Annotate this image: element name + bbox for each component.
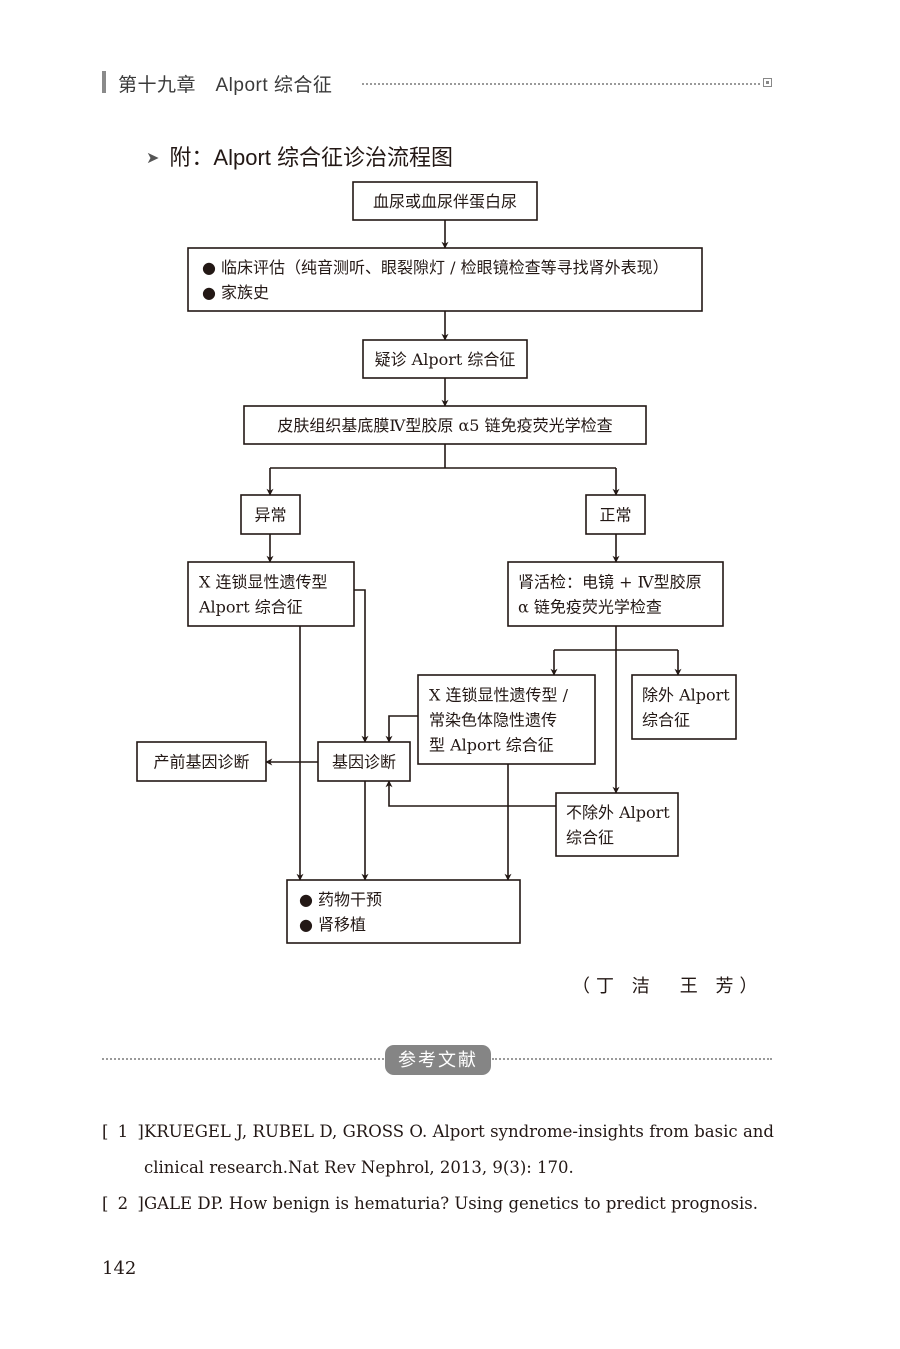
- flow-node-box: [417, 674, 596, 765]
- section-heading: ➤ 附：Alport 综合征诊治流程图: [146, 140, 453, 172]
- flow-node-box: [362, 339, 528, 379]
- flow-node-label: 常染色体隐性遗传: [429, 711, 557, 730]
- flow-node-label: ● 肾移植: [299, 915, 366, 934]
- references-title: 参考文献: [385, 1045, 491, 1075]
- dotted-rule-left: [102, 1058, 384, 1060]
- flow-node-label: 血尿或血尿伴蛋白尿: [373, 192, 517, 211]
- reference-number: [ 1 ]: [102, 1122, 146, 1141]
- header-end-square-icon: [763, 78, 772, 87]
- flow-node-label: 除外 Alport: [642, 686, 730, 705]
- flow-node-box: [136, 741, 267, 782]
- running-header: 第十九章 Alport 综合征: [102, 70, 772, 96]
- flow-node-prenatal-dx: 产前基因诊断: [136, 741, 267, 782]
- flow-node-label: 皮肤组织基底膜Ⅳ型胶原 α5 链免疫荧光学检查: [277, 416, 612, 435]
- reference-text: KRUEGEL J, RUBEL D, GROSS O. Alport synd…: [144, 1122, 774, 1177]
- flow-node-box: [286, 879, 521, 944]
- authors: （丁 洁 王 芳）: [572, 976, 764, 997]
- flow-node-kidney-biopsy: 肾活检：电镜 + Ⅳ型胶原 α 链免疫荧光学检查: [507, 561, 724, 627]
- flow-node-treatment: ● 药物干预 ● 肾移植: [286, 879, 521, 944]
- flow-node-label: ● 家族史: [202, 283, 269, 302]
- flow-node-box: [352, 181, 538, 221]
- flow-node-abnormal: 异常: [240, 494, 301, 535]
- flow-node-box: [507, 561, 724, 627]
- flow-node-box: [243, 405, 647, 445]
- flow-node-label: ● 临床评估（纯音测听、眼裂隙灯 / 检眼镜检查等寻找肾外表现）: [202, 258, 669, 277]
- connector-xlinked-ar-to-genetic: [385, 715, 418, 743]
- flow-node-box: [317, 741, 411, 782]
- reference-item: [ 1 ] KRUEGEL J, RUBEL D, GROSS O. Alpor…: [102, 1114, 774, 1186]
- reference-number: [ 2 ]: [102, 1194, 146, 1213]
- dotted-rule-right: [492, 1058, 772, 1060]
- references-divider: 参考文献: [102, 1045, 772, 1075]
- flow-node-x-linked: X 连锁显性遗传型 Alport 综合征: [187, 561, 355, 627]
- header-dotted-rule: [362, 83, 760, 85]
- flow-node-label: 产前基因诊断: [153, 753, 249, 772]
- flow-node-clinical-eval: ● 临床评估（纯音测听、眼裂隙灯 / 检眼镜检查等寻找肾外表现） ● 家族史: [187, 247, 703, 312]
- flow-node-label: 正常: [599, 506, 631, 525]
- flow-node-not-excluded: 不除外 Alport 综合征: [555, 792, 679, 857]
- flow-node-label: α 链免疫荧光学检查: [518, 598, 662, 617]
- flow-node-label: 基因诊断: [332, 753, 396, 772]
- reference-list: [ 1 ] KRUEGEL J, RUBEL D, GROSS O. Alpor…: [102, 1114, 774, 1222]
- flow-node-box: [555, 792, 679, 857]
- flow-node-excluded: 除外 Alport 综合征: [631, 674, 737, 740]
- flow-node-label: X 连锁显性遗传型: [199, 573, 327, 592]
- flow-node-label: Alport 综合征: [198, 598, 303, 617]
- flow-node-label: 疑诊 Alport 综合征: [375, 350, 516, 369]
- flow-node-label: X 连锁显性遗传型 /: [429, 686, 569, 705]
- section-heading-text: 附：Alport 综合征诊治流程图: [169, 145, 453, 170]
- flow-node-normal: 正常: [585, 494, 646, 535]
- flow-node-box: [631, 674, 737, 740]
- flow-node-label: 型 Alport 综合征: [429, 736, 554, 755]
- connector-notexcluded-to-genetic: [385, 780, 556, 807]
- flow-node-label: 异常: [254, 506, 286, 525]
- flow-node-genetic-dx: 基因诊断: [317, 741, 411, 782]
- flow-node-label: ● 药物干预: [299, 890, 382, 909]
- reference-text: GALE DP. How benign is hematuria? Using …: [144, 1194, 758, 1213]
- chapter-title: 第十九章 Alport 综合征: [118, 75, 333, 96]
- flow-node-suspected: 疑诊 Alport 综合征: [362, 339, 528, 379]
- flow-node-box: [187, 247, 703, 312]
- diagnosis-flowchart: 血尿或血尿伴蛋白尿 ● 临床评估（纯音测听、眼裂隙灯 / 检眼镜检查等寻找肾外表现…: [136, 181, 737, 944]
- connector-xlinked-to-genetic: [354, 589, 369, 743]
- page-number: 142: [102, 1258, 137, 1279]
- flow-node-box: [240, 494, 301, 535]
- flow-node-box: [585, 494, 646, 535]
- flow-node-hematuria: 血尿或血尿伴蛋白尿: [352, 181, 538, 221]
- reference-item: [ 2 ] GALE DP. How benign is hematuria? …: [102, 1186, 774, 1222]
- flow-node-box: [187, 561, 355, 627]
- flow-node-label: 不除外 Alport: [566, 803, 670, 822]
- flow-node-skin-test: 皮肤组织基底膜Ⅳ型胶原 α5 链免疫荧光学检查: [243, 405, 647, 445]
- header-bar-decoration: [102, 71, 106, 93]
- flow-node-label: 肾活检：电镜 + Ⅳ型胶原: [518, 573, 702, 592]
- flow-node-label: 综合征: [642, 711, 690, 730]
- flow-node-label: 综合征: [566, 828, 614, 847]
- arrowhead-right-icon: ➤: [146, 150, 160, 167]
